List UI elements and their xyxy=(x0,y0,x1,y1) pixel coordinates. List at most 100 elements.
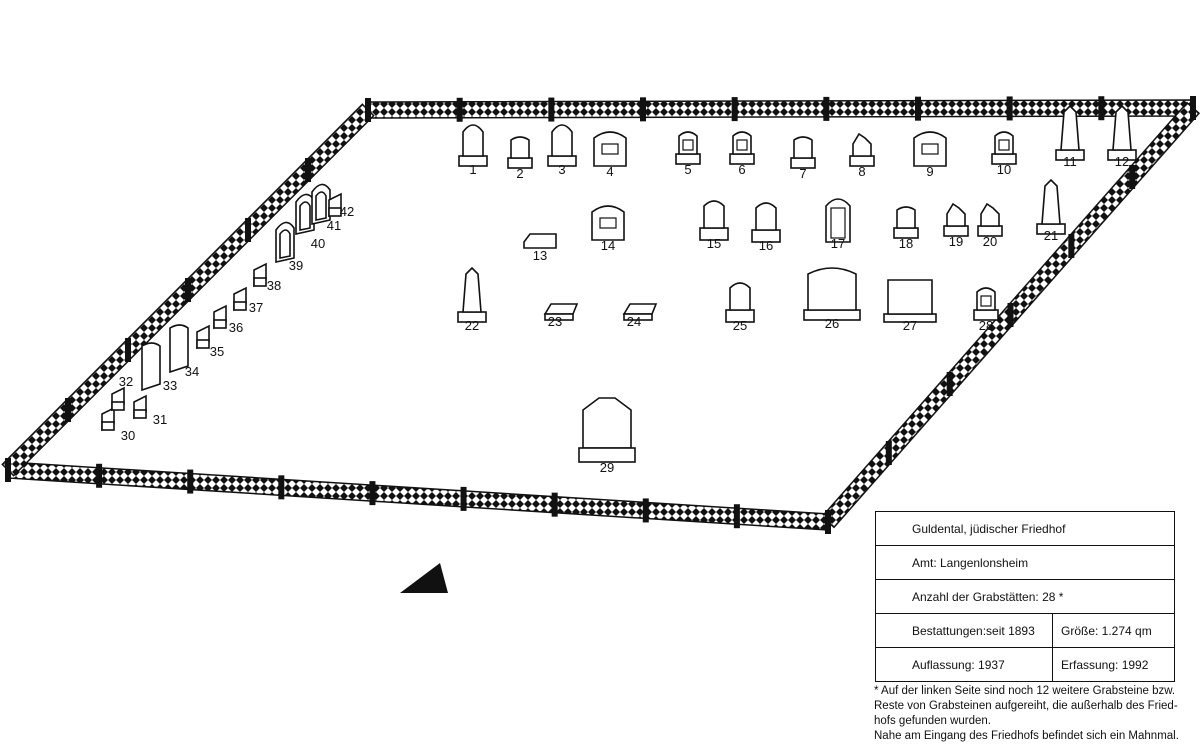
grave-21: 21 xyxy=(1036,178,1066,243)
grave-label: 6 xyxy=(738,162,745,177)
fence-post xyxy=(305,158,311,182)
fence-post xyxy=(456,97,463,122)
grave-42: 42 xyxy=(328,192,354,219)
info-groesse: Größe: 1.274 qm xyxy=(1052,613,1175,648)
grave-label: 23 xyxy=(548,314,562,329)
grave-label: 35 xyxy=(210,344,224,359)
grave-label: 19 xyxy=(949,234,963,249)
grave-label: 22 xyxy=(465,318,479,333)
info-table: Guldental, jüdischer Friedhof Amt: Lange… xyxy=(875,511,1175,682)
grave-label: 36 xyxy=(229,320,243,335)
grave-label: 25 xyxy=(733,318,747,333)
grave-label: 38 xyxy=(267,278,281,293)
grave-label: 7 xyxy=(799,166,806,181)
grave-36: 36 xyxy=(213,304,243,335)
fence-post xyxy=(946,372,953,396)
grave-27: 27 xyxy=(883,279,937,333)
fence-post xyxy=(731,97,738,122)
grave-10: 10 xyxy=(991,131,1017,177)
fence-segment xyxy=(6,461,830,531)
grave-label: 28 xyxy=(979,318,993,333)
grave-label: 15 xyxy=(707,236,721,251)
grave-label: 9 xyxy=(926,164,933,179)
fence-post xyxy=(185,278,191,302)
grave-22: 22 xyxy=(457,266,487,333)
grave-14: 14 xyxy=(591,205,625,253)
grave-11: 11 xyxy=(1055,104,1085,169)
grave-39: 39 xyxy=(275,221,303,273)
fence-post xyxy=(915,96,921,121)
fence-post xyxy=(733,504,740,529)
grave-35: 35 xyxy=(196,324,224,359)
footnote-line: Nahe am Eingang des Friedhofs befindet s… xyxy=(874,730,1179,742)
grave-18: 18 xyxy=(893,206,919,251)
fence-post xyxy=(125,338,131,362)
cemetery-fence xyxy=(1,96,1200,534)
grave-label: 1 xyxy=(469,162,476,177)
grave-label: 29 xyxy=(600,460,614,475)
fence-post xyxy=(187,469,194,494)
grave-label: 21 xyxy=(1044,228,1058,243)
fence-post xyxy=(642,498,649,523)
footnote-line: hofs gefunden wurden. xyxy=(874,715,992,727)
grave-5: 5 xyxy=(675,131,701,177)
grave-label: 10 xyxy=(997,162,1011,177)
info-auflassung: Auflassung: 1937 xyxy=(875,647,1053,682)
grave-33: 33 xyxy=(141,342,177,393)
info-bestattungen: Bestattungen:seit 1893 xyxy=(875,613,1053,648)
grave-label: 18 xyxy=(899,236,913,251)
grave-32: 32 xyxy=(111,374,133,412)
grave-label: 40 xyxy=(311,236,325,251)
footnote-line: * Auf der linken Seite sind noch 12 weit… xyxy=(874,685,1176,697)
info-erfassung: Erfassung: 1992 xyxy=(1052,647,1175,682)
grave-label: 27 xyxy=(903,318,917,333)
grave-3: 3 xyxy=(547,124,577,177)
grave-30: 30 xyxy=(101,406,135,443)
grave-label: 30 xyxy=(121,428,135,443)
grave-2: 2 xyxy=(507,136,533,181)
fence-post xyxy=(460,486,467,511)
info-title: Guldental, jüdischer Friedhof xyxy=(875,511,1175,546)
grave-label: 16 xyxy=(759,238,773,253)
fence-post xyxy=(1190,96,1196,120)
grave-17: 17 xyxy=(825,198,851,251)
fence-post xyxy=(365,98,371,122)
grave-20: 20 xyxy=(977,202,1003,249)
grave-19: 19 xyxy=(943,202,969,249)
fence-post xyxy=(1068,234,1075,258)
grave-7: 7 xyxy=(790,136,816,181)
fence-post xyxy=(1129,165,1136,189)
fence-post xyxy=(1007,303,1014,327)
footnote-line: Reste von Grabsteinen aufgereiht, die au… xyxy=(874,700,1178,712)
fence-post xyxy=(825,510,831,534)
grave-label: 20 xyxy=(983,234,997,249)
grave-25: 25 xyxy=(725,282,755,333)
grave-26: 26 xyxy=(803,267,861,331)
grave-label: 3 xyxy=(558,162,565,177)
fence-post xyxy=(823,96,830,121)
fence-post xyxy=(1098,96,1105,121)
fence-post xyxy=(65,398,71,422)
grave-9: 9 xyxy=(913,131,947,179)
fence-post xyxy=(278,475,285,500)
grave-label: 12 xyxy=(1115,154,1129,169)
grave-label: 17 xyxy=(831,236,845,251)
grave-label: 39 xyxy=(289,258,303,273)
grave-label: 5 xyxy=(684,162,691,177)
fence-post xyxy=(96,463,103,488)
grave-label: 33 xyxy=(163,378,177,393)
grave-24: 24 xyxy=(622,303,658,329)
grave-label: 24 xyxy=(627,314,641,329)
grave-15: 15 xyxy=(699,200,729,251)
grave-4: 4 xyxy=(593,131,627,179)
grave-41: 41 xyxy=(311,183,341,233)
grave-label: 14 xyxy=(601,238,615,253)
grave-16: 16 xyxy=(751,202,781,253)
grave-label: 8 xyxy=(858,164,865,179)
grave-23: 23 xyxy=(543,303,579,329)
grave-8: 8 xyxy=(849,132,875,179)
grave-31: 31 xyxy=(133,394,167,427)
grave-label: 26 xyxy=(825,316,839,331)
grave-6: 6 xyxy=(729,131,755,177)
